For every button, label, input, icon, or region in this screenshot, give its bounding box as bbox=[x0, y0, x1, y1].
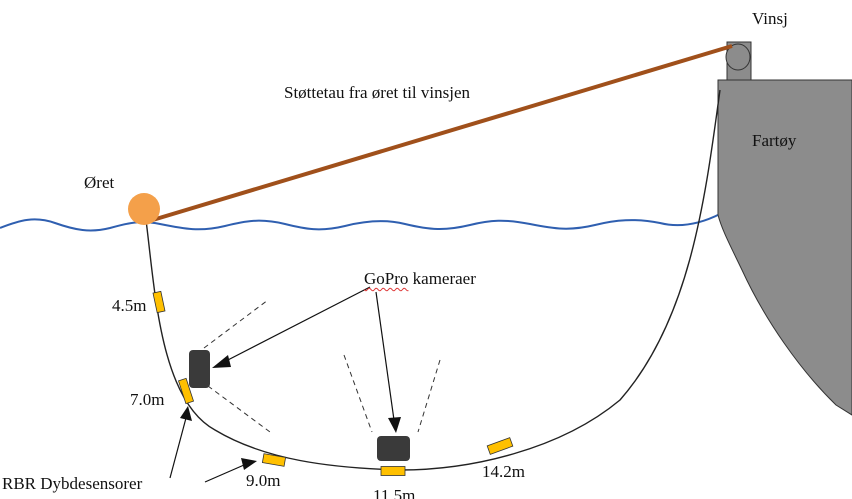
sensors-label: RBR Dybdesensorer bbox=[2, 474, 143, 493]
camera-fov-line bbox=[203, 299, 269, 349]
arrow-to-camera-2 bbox=[375, 291, 395, 421]
depth-label-2: 7.0m bbox=[130, 390, 165, 409]
net-line bbox=[145, 89, 721, 471]
depth-label-1: 4.5m bbox=[112, 296, 147, 315]
sensor-icon bbox=[152, 290, 166, 314]
camera-fov-line bbox=[207, 385, 271, 433]
arrow-to-sensor-1 bbox=[169, 417, 187, 479]
arrow-to-sensor-2 bbox=[204, 464, 245, 483]
arrowhead bbox=[180, 406, 192, 421]
ear-label: Øret bbox=[84, 173, 115, 192]
gopro-label: GoPro kameraer bbox=[364, 270, 476, 287]
water-surface bbox=[0, 213, 721, 232]
gopro-label-suffix: kameraer bbox=[412, 269, 476, 288]
arrowhead bbox=[388, 417, 401, 433]
camera-fov-line bbox=[417, 359, 441, 433]
camera-icon bbox=[377, 436, 410, 461]
camera-fov-line bbox=[343, 354, 373, 433]
buoy-icon bbox=[128, 193, 160, 225]
winch-icon bbox=[725, 43, 751, 71]
support-rope bbox=[145, 44, 733, 224]
sensor-icon bbox=[261, 453, 287, 467]
vessel-hull bbox=[717, 79, 852, 416]
arrowhead bbox=[241, 458, 257, 470]
depth-label-5: 14.2m bbox=[482, 462, 525, 481]
sensor-icon bbox=[486, 437, 514, 455]
winch-label: Vinsj bbox=[752, 9, 788, 28]
depth-label-3: 9.0m bbox=[246, 471, 281, 490]
depth-label-4: 11.5m bbox=[373, 486, 416, 499]
arrow-to-camera-1 bbox=[223, 286, 371, 363]
support-rope-label-text: Støttetau fra øret til vinsjen bbox=[284, 83, 471, 102]
arrowhead bbox=[212, 355, 231, 368]
camera-icon bbox=[189, 350, 210, 388]
support-rope-label: Støttetau fra øret til vinsjen bbox=[284, 84, 470, 101]
gopro-label-brand: GoPro bbox=[364, 269, 409, 288]
sensor-icon bbox=[380, 466, 406, 476]
vessel-label: Fartøy bbox=[752, 131, 797, 150]
sensor-icon bbox=[177, 377, 195, 405]
